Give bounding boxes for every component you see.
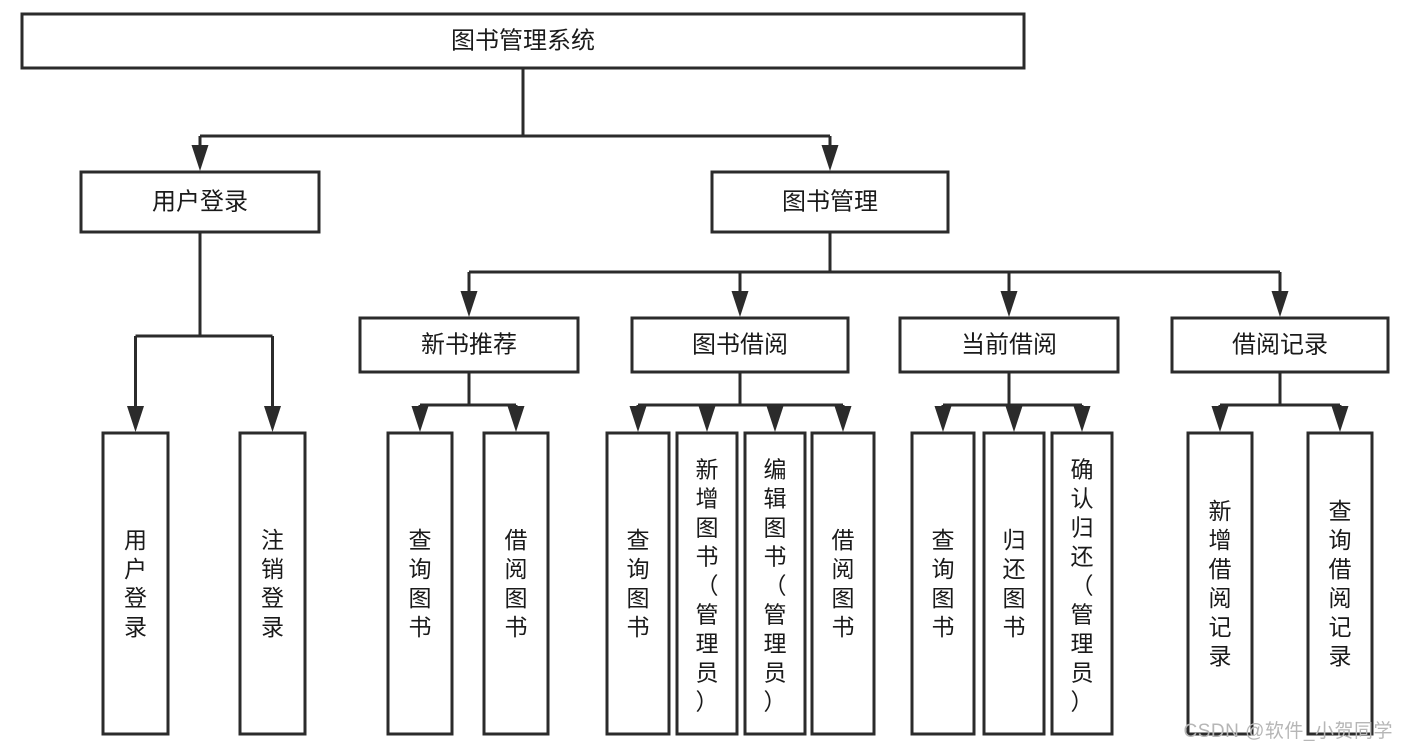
node-box[interactable] [743, 431, 807, 736]
node-box[interactable] [20, 12, 1026, 70]
node-label: 查询图书 [409, 527, 432, 640]
node-leaf-login-1[interactable]: 用户登录 [101, 431, 170, 736]
node-label: 用户登录 [152, 188, 248, 215]
node-box[interactable] [238, 431, 307, 736]
connector-group-login [127, 232, 281, 432]
node-label: 新书推荐 [421, 331, 517, 358]
node-current[interactable]: 当前借阅 [898, 316, 1120, 374]
node-leaf-borrow-2[interactable]: 新增图书（管理员） [675, 431, 739, 736]
node-layer: 图书管理系统用户登录图书管理新书推荐图书借阅当前借阅借阅记录用户登录注销登录查询… [20, 12, 1390, 736]
connector-group-borrow [629, 372, 852, 432]
node-box[interactable] [910, 431, 976, 736]
node-box[interactable] [79, 170, 321, 234]
arrow-head-icon [1271, 291, 1289, 317]
node-label: 图书管理 [782, 188, 878, 215]
node-leaf-borrow-3[interactable]: 编辑图书（管理员） [743, 431, 807, 736]
node-box[interactable] [1186, 431, 1254, 736]
arrow-head-icon [1211, 406, 1229, 432]
node-label: 注销登录 [261, 527, 284, 640]
arrow-head-icon [1000, 291, 1018, 317]
node-box[interactable] [630, 316, 850, 374]
node-label: 查询图书 [627, 527, 650, 640]
arrow-head-icon [1005, 406, 1023, 432]
node-bookmgmt[interactable]: 图书管理 [710, 170, 950, 234]
node-label: 借阅记录 [1232, 331, 1328, 358]
arrow-head-icon [191, 145, 209, 171]
node-label: 借阅图书 [832, 527, 855, 640]
node-leaf-records-1[interactable]: 新增借阅记录 [1186, 431, 1254, 736]
arrow-head-icon [934, 406, 952, 432]
node-label: 编辑图书（管理员） [764, 457, 787, 715]
connector-group-root [191, 68, 839, 171]
arrow-head-icon [1073, 406, 1091, 432]
node-leaf-newbook-2[interactable]: 借阅图书 [482, 431, 550, 736]
node-box[interactable] [1170, 316, 1390, 374]
connector-group-current [934, 372, 1091, 432]
node-root[interactable]: 图书管理系统 [20, 12, 1026, 70]
node-box[interactable] [1050, 431, 1114, 736]
node-label: 归还图书 [1003, 527, 1026, 640]
node-box[interactable] [982, 431, 1046, 736]
node-label: 当前借阅 [961, 331, 1057, 358]
node-box[interactable] [358, 316, 580, 374]
node-leaf-records-2[interactable]: 查询借阅记录 [1306, 431, 1374, 736]
node-leaf-borrow-4[interactable]: 借阅图书 [810, 431, 876, 736]
connector-group-newbook [411, 372, 525, 432]
connector-group-records [1211, 372, 1349, 432]
connector-layer [127, 68, 1349, 432]
arrow-head-icon [834, 406, 852, 432]
arrow-head-icon [1331, 406, 1349, 432]
node-label: 用户登录 [124, 527, 147, 640]
node-login[interactable]: 用户登录 [79, 170, 321, 234]
node-box[interactable] [605, 431, 671, 736]
arrow-head-icon [698, 406, 716, 432]
arrow-head-icon [629, 406, 647, 432]
connector-group-bookmgmt [460, 232, 1289, 317]
node-records[interactable]: 借阅记录 [1170, 316, 1390, 374]
node-label: 查询借阅记录 [1329, 498, 1352, 669]
node-label: 图书借阅 [692, 331, 788, 358]
arrow-head-icon [766, 406, 784, 432]
node-newbook[interactable]: 新书推荐 [358, 316, 580, 374]
node-label: 图书管理系统 [451, 27, 595, 54]
node-box[interactable] [386, 431, 454, 736]
node-leaf-current-1[interactable]: 查询图书 [910, 431, 976, 736]
node-label: 确认归还（管理员） [1071, 457, 1094, 715]
node-label: 借阅图书 [505, 527, 528, 640]
node-leaf-borrow-1[interactable]: 查询图书 [605, 431, 671, 736]
node-box[interactable] [482, 431, 550, 736]
node-box[interactable] [1306, 431, 1374, 736]
node-box[interactable] [898, 316, 1120, 374]
arrow-head-icon [731, 291, 749, 317]
node-box[interactable] [710, 170, 950, 234]
arrow-head-icon [411, 406, 429, 432]
arrow-head-icon [507, 406, 525, 432]
node-leaf-current-3[interactable]: 确认归还（管理员） [1050, 431, 1114, 736]
arrow-head-icon [460, 291, 478, 317]
node-box[interactable] [101, 431, 170, 736]
node-label: 新增借阅记录 [1209, 498, 1232, 669]
node-box[interactable] [810, 431, 876, 736]
node-leaf-login-2[interactable]: 注销登录 [238, 431, 307, 736]
arrow-head-icon [821, 145, 839, 171]
node-box[interactable] [675, 431, 739, 736]
arrow-head-icon [264, 406, 281, 432]
arrow-head-icon [127, 406, 144, 432]
node-label: 查询图书 [932, 527, 955, 640]
node-label: 新增图书（管理员） [696, 457, 719, 715]
node-leaf-newbook-1[interactable]: 查询图书 [386, 431, 454, 736]
node-leaf-current-2[interactable]: 归还图书 [982, 431, 1046, 736]
node-borrow[interactable]: 图书借阅 [630, 316, 850, 374]
